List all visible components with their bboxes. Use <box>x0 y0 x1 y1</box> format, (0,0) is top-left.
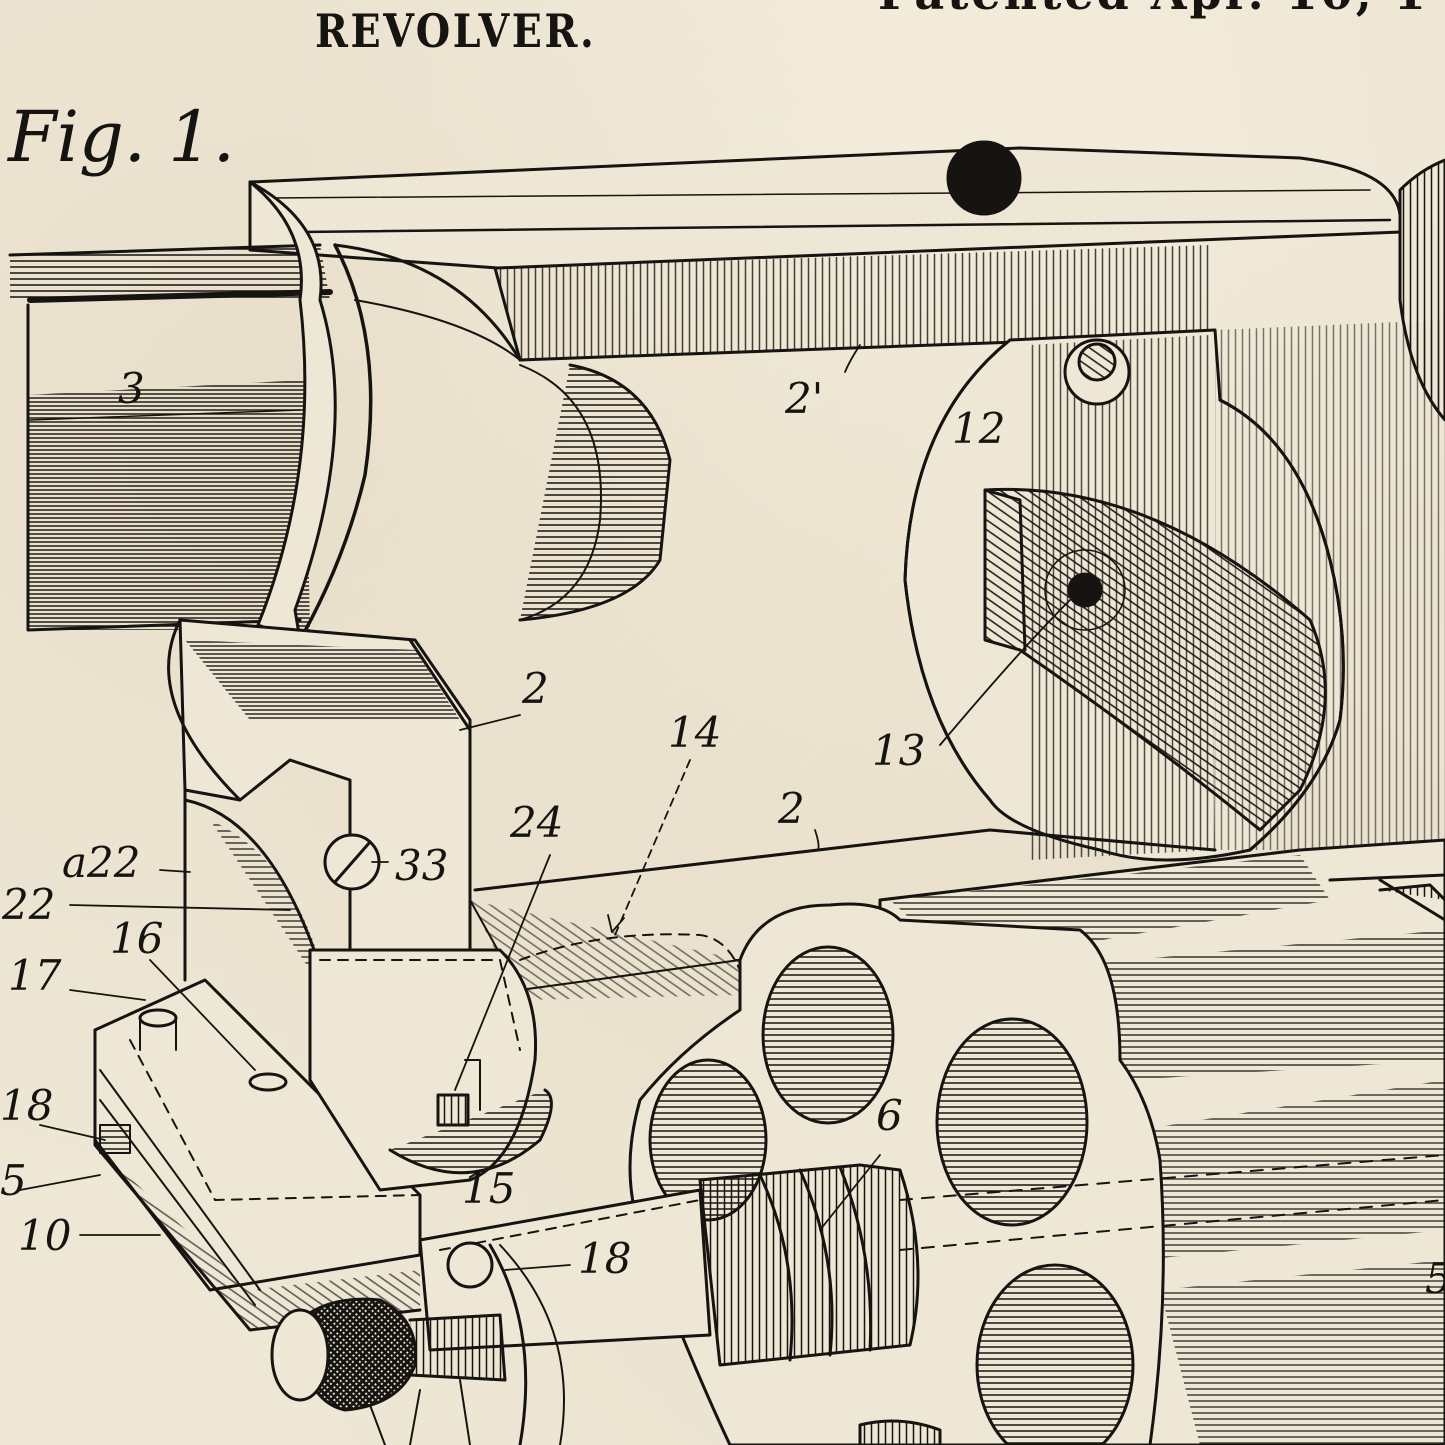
patent-date-line: Patented Apr. 10, 1 <box>878 0 1429 20</box>
ref-numeral-18-left: 18 <box>0 1085 53 1127</box>
ref-numeral-33: 33 <box>395 845 448 887</box>
ref-numeral-6: 6 <box>876 1095 903 1137</box>
document-title: REVOLVER. <box>315 4 596 58</box>
ref-numeral-2-mid: 2 <box>778 788 805 830</box>
ref-numeral-12: 12 <box>952 408 1005 450</box>
ref-numeral-13: 13 <box>872 730 925 772</box>
frame-hole-icon <box>948 142 1020 214</box>
ref-numeral-a22: a22 <box>62 842 140 884</box>
ref-numeral-5-left: 5 <box>0 1160 27 1202</box>
ref-numeral-16: 16 <box>110 918 163 960</box>
ref-numeral-17: 17 <box>8 955 61 997</box>
ref-numeral-24: 24 <box>510 802 563 844</box>
figure-label: Fig. 1. <box>8 96 235 178</box>
ref-numeral-10: 10 <box>18 1215 71 1257</box>
ref-numeral-15: 15 <box>462 1168 515 1210</box>
ref-numeral-18-lower: 18 <box>578 1238 631 1280</box>
top-strap <box>250 142 1400 268</box>
ref-numeral-5-right: 5 <box>1425 1258 1445 1300</box>
knurled-button <box>272 1299 505 1445</box>
ref-numeral-2-upper: 2 <box>522 668 549 710</box>
ref-numeral-3: 3 <box>118 368 145 410</box>
ref-numeral-22: 22 <box>2 884 55 926</box>
ref-numeral-2-prime: 2' <box>785 378 823 420</box>
ref-numeral-14: 14 <box>668 712 721 754</box>
